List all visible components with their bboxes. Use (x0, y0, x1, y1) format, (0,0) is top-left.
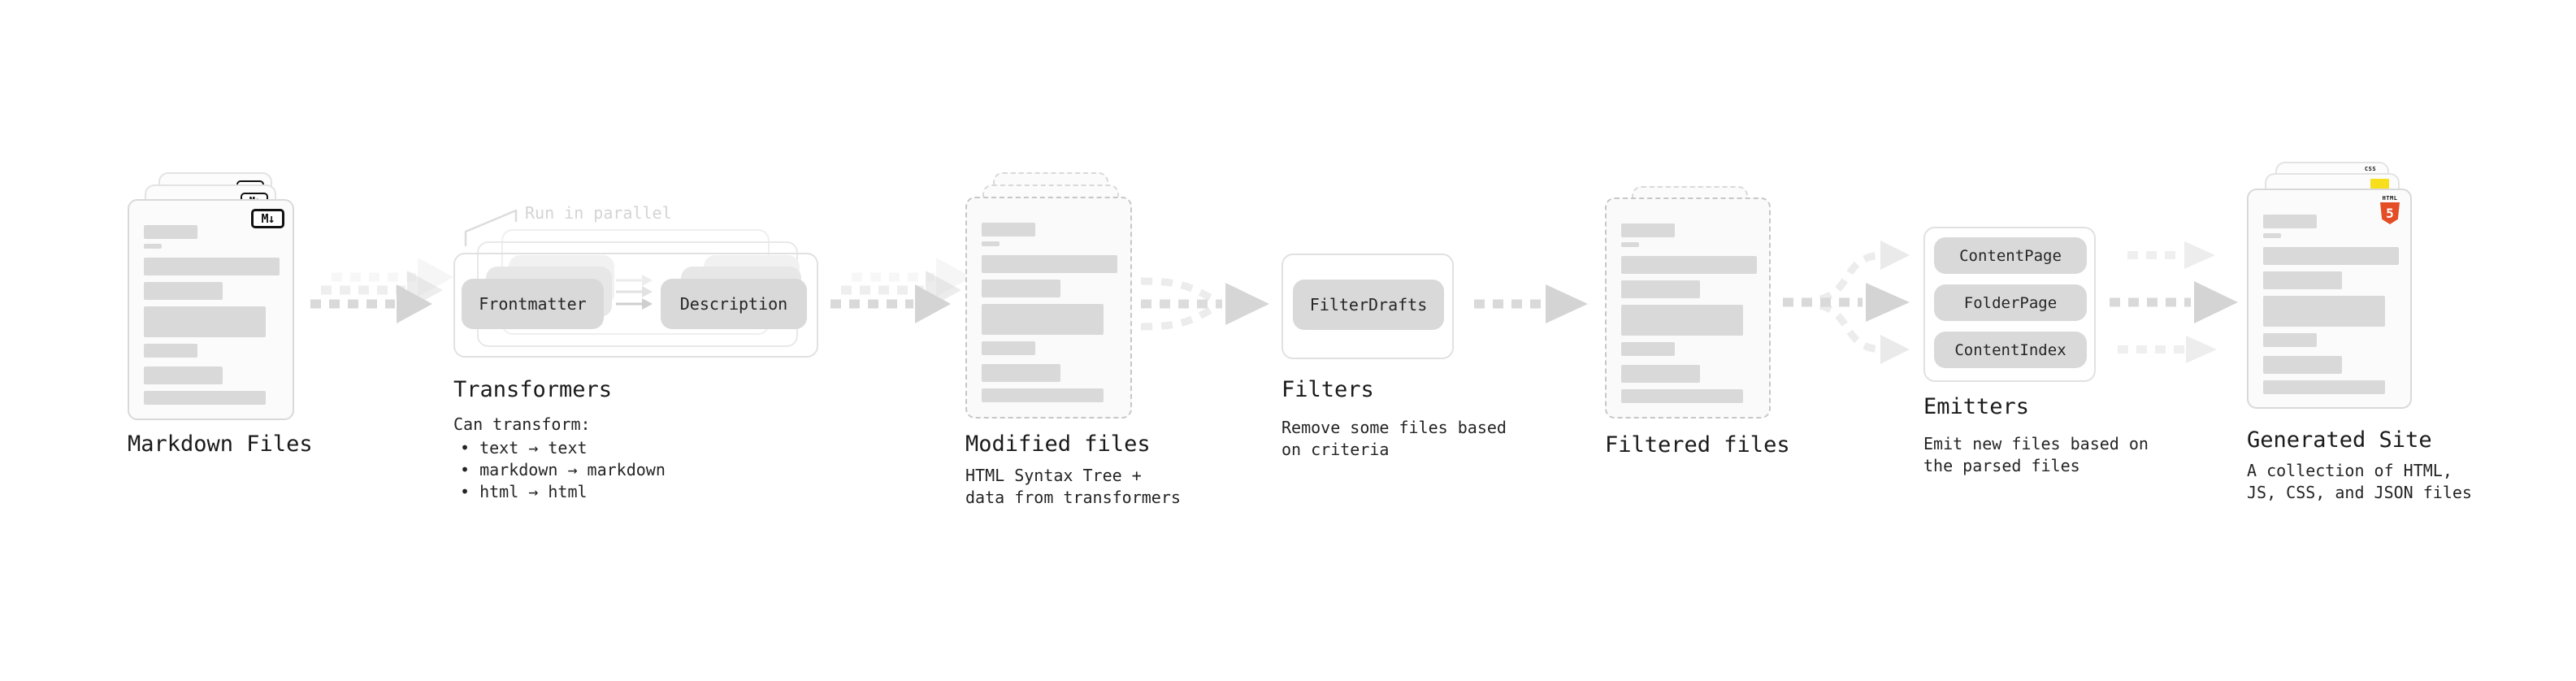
placeholder-bar (2263, 296, 2385, 327)
placeholder-bar (2263, 271, 2342, 289)
placeholder-bar (144, 282, 223, 300)
placeholder-bar (2263, 380, 2385, 394)
placeholder-bar (144, 225, 197, 239)
generated-site-description: A collection of HTML, JS, CSS, and JSON … (2247, 461, 2472, 502)
modified-files-label: Modified files (965, 432, 1151, 457)
contentindex-pill: ContentIndex (1934, 332, 2087, 368)
arrow-filters-to-filtered (1474, 284, 1588, 323)
contentpage-pill: ContentPage (1934, 237, 2087, 274)
run-in-parallel-annotation: Run in parallel (525, 203, 672, 223)
markdown-files-label: Markdown Files (128, 432, 313, 457)
placeholder-bar (2263, 247, 2399, 265)
filtered-file-card (1605, 197, 1771, 419)
filtered-files-label: Filtered files (1605, 432, 1790, 458)
placeholder-bar (144, 306, 266, 337)
transformer-parallel-arrows (616, 275, 653, 310)
placeholder-bar (982, 341, 1035, 355)
arrow-modified-to-filters (1140, 277, 1269, 331)
placeholder-bar (144, 344, 197, 358)
placeholder-bar (982, 241, 1000, 246)
emitters-label: Emitters (1923, 394, 2030, 419)
emitters-description: Emit new files based on the parsed files (1923, 434, 2149, 475)
html5-icon: HTML 5 (2379, 195, 2400, 224)
modified-files-description: HTML Syntax Tree + data from transformer… (965, 466, 1181, 507)
arrow-filtered-to-emitters (1783, 241, 1910, 364)
placeholder-bar (1621, 305, 1743, 336)
placeholder-bar (982, 223, 1035, 236)
placeholder-bar (2263, 233, 2281, 238)
transformers-label: Transformers (453, 377, 613, 402)
placeholder-bar (2263, 356, 2342, 374)
transformers-bullet: • text → text (460, 438, 588, 458)
transformers-desc-title: Can transform: (453, 414, 591, 434)
filters-group-box (1281, 254, 1454, 359)
filters-description: Remove some files based on criteria (1281, 418, 1507, 459)
placeholder-bar (1621, 256, 1757, 274)
html-file-card: HTML 5 (2247, 189, 2412, 409)
transformers-group-box (453, 253, 818, 358)
placeholder-bar (2263, 215, 2317, 228)
placeholder-bar (1621, 342, 1675, 356)
transformers-bullet: • markdown → markdown (460, 460, 666, 479)
run-in-parallel-callout-line (464, 209, 518, 246)
placeholder-bar (1621, 280, 1700, 298)
arrow-transformers-to-modified (830, 258, 972, 323)
placeholder-bar (982, 364, 1060, 382)
modified-file-card (965, 197, 1132, 419)
placeholder-bar (1621, 242, 1639, 247)
filterdrafts-pill: FilterDrafts (1293, 280, 1444, 330)
placeholder-bar (1621, 365, 1700, 383)
folderpage-pill: FolderPage (1934, 284, 2087, 321)
placeholder-bar (982, 280, 1060, 297)
placeholder-bar (1621, 223, 1675, 237)
transformers-bullet: • html → html (460, 482, 588, 501)
generated-site-label: Generated Site (2247, 427, 2432, 453)
arrow-markdown-to-transformers (310, 258, 453, 323)
filters-label: Filters (1281, 377, 1374, 402)
placeholder-bar (144, 391, 266, 405)
placeholder-bar (144, 258, 280, 275)
markdown-file-card: M↓ (128, 199, 294, 420)
placeholder-bar (982, 388, 1104, 402)
description-pill: Description (661, 279, 807, 329)
placeholder-bar (144, 244, 162, 249)
frontmatter-pill: Frontmatter (462, 279, 604, 329)
javascript-icon (2370, 179, 2389, 189)
placeholder-bar (982, 255, 1117, 273)
placeholder-bar (982, 304, 1104, 335)
markdown-icon: M↓ (251, 209, 284, 228)
arrow-emitters-to-generated (2110, 241, 2238, 363)
emitters-group-box (1923, 227, 2096, 382)
placeholder-bar (1621, 389, 1743, 403)
placeholder-bar (2263, 333, 2317, 347)
placeholder-bar (144, 367, 223, 384)
